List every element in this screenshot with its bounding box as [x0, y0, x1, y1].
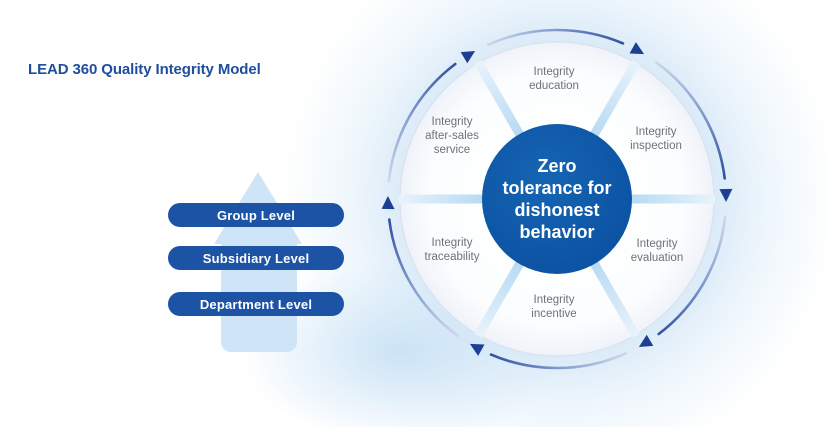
segment-label-integrity-after-sales-service: Integrity after-sales service [425, 116, 479, 156]
level-pill-subsidiary: Subsidiary Level [168, 246, 344, 270]
center-circle [482, 124, 632, 274]
cycle-arrowhead-icons [381, 42, 733, 356]
segment-label-integrity-education: Integrity education [529, 66, 579, 92]
center-label: Zero tolerance for dishonest behavior [502, 156, 612, 242]
page-title: LEAD 360 Quality Integrity Model [28, 61, 261, 78]
segment-label-integrity-traceability: Integrity traceability [424, 237, 480, 263]
segment-label-integrity-evaluation: Integrity evaluation [630, 238, 684, 264]
segment-label-integrity-incentive: Integrity incentive [531, 294, 577, 320]
level-pill-department: Department Level [168, 292, 344, 316]
cycle-arrow-arcs [387, 28, 727, 370]
level-pill-group: Group Level [168, 203, 344, 227]
segment-label-integrity-inspection: Integrity inspection [630, 126, 682, 152]
